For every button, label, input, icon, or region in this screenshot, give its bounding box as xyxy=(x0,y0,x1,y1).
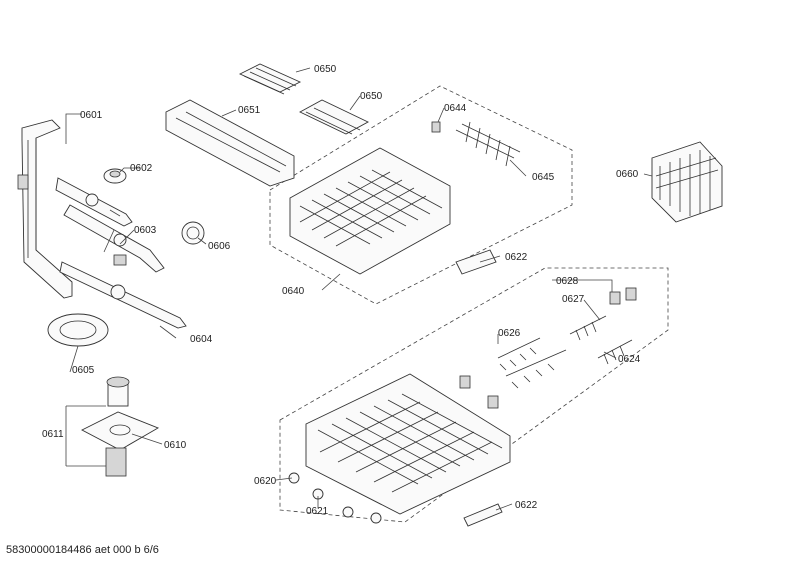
cup-shelf-lower xyxy=(299,99,369,135)
label-0605: 0605 xyxy=(72,365,95,376)
label-0620: 0620 xyxy=(254,476,277,487)
label-0621: 0621 xyxy=(306,506,329,517)
spray-arm-disc xyxy=(47,313,109,347)
rack-wheel-upper xyxy=(455,249,497,275)
lower-spray-arm xyxy=(59,261,187,329)
filter-assembly xyxy=(81,376,160,477)
label-0606: 0606 xyxy=(208,241,231,252)
fold-down-tine-row-upper xyxy=(455,121,521,167)
label-0624: 0624 xyxy=(618,354,641,365)
tine-clips xyxy=(459,287,637,409)
label-0610: 0610 xyxy=(164,440,187,451)
cutlery-tray-part xyxy=(165,99,295,187)
label-0650-top: 0650 xyxy=(314,64,337,75)
label-0650-lower: 0650 xyxy=(360,91,383,102)
upper-spray-arm xyxy=(55,177,133,227)
rack-clip xyxy=(431,121,441,133)
label-0644: 0644 xyxy=(444,103,467,114)
middle-spray-arm xyxy=(63,204,165,273)
fold-down-tines-lower xyxy=(497,315,633,389)
upper-basket-outline xyxy=(269,85,573,305)
label-0645: 0645 xyxy=(532,172,555,183)
lower-basket xyxy=(305,373,511,515)
label-0602: 0602 xyxy=(130,163,153,174)
label-0603: 0603 xyxy=(134,225,157,236)
label-0622-lower: 0622 xyxy=(515,500,538,511)
document-footer: 58300000184486 aet 000 b 6/6 xyxy=(6,544,159,556)
leader-lines xyxy=(65,67,653,511)
rack-wheels-lower xyxy=(288,472,382,524)
spray-arm-hub xyxy=(103,168,127,184)
label-0651: 0651 xyxy=(238,105,261,116)
label-0604: 0604 xyxy=(190,334,213,345)
label-0628: 0628 xyxy=(556,276,579,287)
rack-wheel-lower-front xyxy=(463,503,503,527)
cutlery-basket xyxy=(651,141,723,223)
label-0611: 0611 xyxy=(42,429,64,440)
cup-shelf-top xyxy=(238,63,302,95)
label-0660: 0660 xyxy=(616,169,639,180)
label-0601: 0601 xyxy=(80,110,103,121)
label-0622-upper: 0622 xyxy=(505,252,528,263)
label-0627: 0627 xyxy=(562,294,585,305)
label-0626: 0626 xyxy=(498,328,521,339)
lower-basket-outline xyxy=(279,267,669,523)
spray-arm-supply-pipe xyxy=(17,119,73,299)
upper-basket xyxy=(289,147,451,275)
label-0640: 0640 xyxy=(282,286,305,297)
filter-cover xyxy=(181,221,205,245)
